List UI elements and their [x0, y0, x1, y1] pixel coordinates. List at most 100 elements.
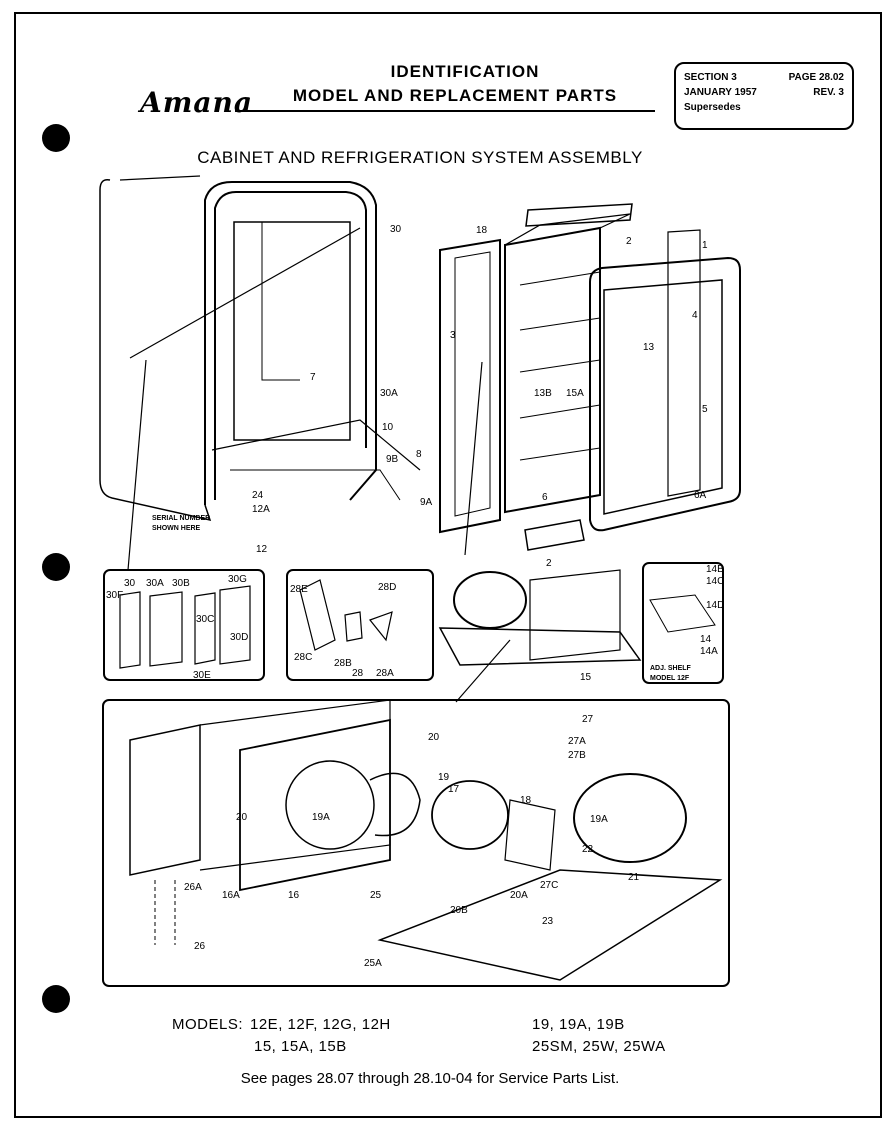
callout-label: 13: [643, 342, 655, 353]
callout-label: 30D: [230, 632, 248, 643]
serial-note-line1: SERIAL NUMBER: [152, 515, 210, 522]
callout-label: 28C: [294, 652, 312, 663]
binder-hole-top: [42, 124, 70, 152]
base-plate: [377, 869, 723, 981]
callout-label: 20: [428, 732, 440, 743]
revision: REV. 3: [813, 87, 844, 98]
compressor-callouts: 15: [580, 672, 592, 683]
callout-label: 30A: [380, 388, 398, 399]
compressor-small: [453, 571, 527, 629]
callout-label: 30G: [228, 574, 247, 585]
models-left-row2: 15, 15A, 15B: [254, 1038, 347, 1055]
door-gasket: [589, 256, 741, 532]
hinge-detail-box: [103, 569, 265, 681]
door-liner: [439, 238, 501, 534]
callout-label: 1: [702, 240, 708, 251]
cabinet-opening: [233, 221, 351, 441]
section-number: SECTION 3: [684, 72, 737, 83]
callout-label: 28B: [334, 658, 352, 669]
hinge-strip: [667, 229, 701, 497]
shelf-label-line1: ADJ. SHELF: [650, 665, 692, 672]
models-left-row1: 12E, 12F, 12G, 12H: [250, 1016, 391, 1033]
shroud: [239, 718, 391, 892]
models-label: MODELS:: [172, 1016, 244, 1033]
motor-bracket: [504, 799, 556, 871]
callout-label: 19A: [590, 814, 608, 825]
header-line-1: IDENTIFICATION: [390, 62, 540, 81]
section-box: SECTION 3 PAGE 28.02 JANUARY 1957 REV. 3…: [674, 62, 854, 130]
header-line-2: MODEL AND REPLACEMENT PARTS: [292, 86, 618, 105]
callout-label: 9A: [420, 497, 433, 508]
callout-label: 10: [382, 422, 394, 433]
callout-label: 25: [370, 890, 382, 901]
callout-label: 20: [236, 812, 248, 823]
callout-label: 4: [692, 310, 698, 321]
callout-label: 26A: [184, 882, 202, 893]
callout-label: 18: [476, 225, 488, 236]
breaker-strip-top: [525, 203, 633, 227]
supersedes: Supersedes: [684, 102, 741, 113]
header-rule: [235, 110, 655, 112]
callout-label: 27A: [568, 736, 586, 747]
binder-hole-middle: [42, 553, 70, 581]
models-right-row1: 19, 19A, 19B: [532, 1016, 625, 1033]
callout-label: 14B: [706, 564, 724, 575]
callout-label: 24: [252, 490, 264, 501]
page-title: CABINET AND REFRIGERATION SYSTEM ASSEMBL…: [197, 148, 643, 167]
callout-label: 18: [520, 795, 532, 806]
callout-label: 28A: [376, 668, 394, 679]
condenser-small: [529, 569, 621, 661]
callout-label: 30F: [106, 590, 123, 601]
callout-label: 30: [124, 578, 136, 589]
callout-label: 30B: [172, 578, 190, 589]
callout-label: 16: [288, 890, 300, 901]
callout-label: 2: [546, 558, 552, 569]
callout-label: 25A: [364, 958, 382, 969]
callout-label: 14: [700, 634, 712, 645]
callout-label: 15A: [566, 388, 584, 399]
serial-note-line2: SHOWN HERE: [152, 525, 201, 532]
callout-label: 27: [582, 714, 594, 725]
callout-label: 14C: [706, 576, 724, 587]
callout-label: 17: [448, 784, 460, 795]
callout-label: 20A: [510, 890, 528, 901]
callout-label: 14D: [706, 600, 724, 611]
callout-label: 19: [438, 772, 450, 783]
callout-label: 14A: [700, 646, 718, 657]
callout-label: 27C: [540, 880, 558, 891]
callout-label: 7: [310, 372, 316, 383]
callout-label: 28: [352, 668, 364, 679]
condenser-coil: [129, 724, 201, 876]
callout-label: 23: [542, 916, 554, 927]
callout-label: 16A: [222, 890, 240, 901]
callout-label: 5: [702, 404, 708, 415]
page-border: [14, 12, 882, 1118]
fan-motor: [431, 780, 509, 850]
breaker-strip-bottom: [524, 519, 585, 551]
callout-label: 19A: [312, 812, 330, 823]
callout-label: 13B: [534, 388, 552, 399]
callout-label: 22: [582, 844, 594, 855]
callout-label: 3: [450, 330, 456, 341]
issue-date: JANUARY 1957: [684, 87, 757, 98]
callout-label: 15: [580, 672, 592, 683]
callout-label: 2: [626, 236, 632, 247]
callout-label: 9B: [386, 454, 399, 465]
shelf-detail-box: [642, 562, 724, 684]
models-right-row2: 25SM, 25W, 25WA: [532, 1038, 666, 1055]
callout-label: 12: [256, 544, 268, 555]
callout-label: 27B: [568, 750, 586, 761]
shelf-label-line2: MODEL 12F: [650, 675, 690, 682]
callout-label: 30A: [146, 578, 164, 589]
unit-detail-box: [102, 699, 730, 987]
callout-label: 6A: [694, 490, 707, 501]
callout-label: 20B: [450, 905, 468, 916]
bracket-detail-box: [286, 569, 434, 681]
cabinet-liner: [504, 226, 601, 514]
callout-label: 26: [194, 941, 206, 952]
callout-label: 30: [390, 224, 402, 235]
cabinet-shell: [204, 181, 377, 505]
